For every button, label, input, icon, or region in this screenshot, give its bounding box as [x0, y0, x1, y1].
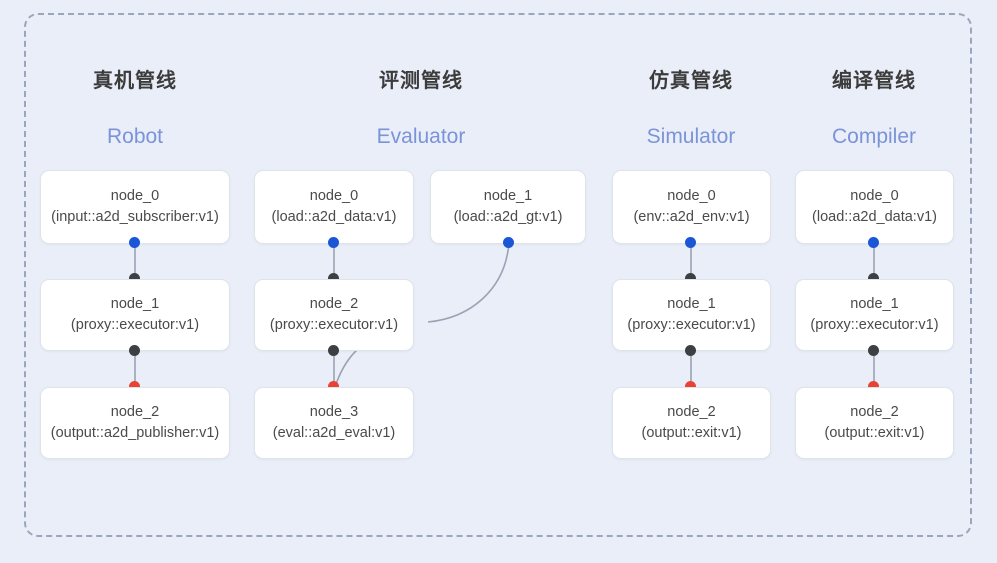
node-name: node_3	[309, 404, 359, 420]
port-output-compiler-1[interactable]	[868, 345, 879, 356]
column-title-cn-compiler: 编译管线	[832, 70, 916, 92]
node-name: node_0	[667, 188, 716, 204]
port-output-evaluator-2[interactable]	[328, 345, 339, 356]
column-title-en-robot: Robot	[106, 125, 164, 148]
column-title-cn-robot: 真机管线	[93, 70, 177, 92]
node-name: node_0	[309, 188, 359, 204]
node-card-evaluator-0[interactable]: node_0 (load::a2d_data:v1)	[254, 170, 414, 244]
node-type: (proxy::executor:v1)	[810, 317, 939, 333]
node-card-robot-0[interactable]: node_0 (input::a2d_subscriber:v1)	[40, 170, 230, 244]
node-card-simulator-2[interactable]: node_2 (output::exit:v1)	[612, 387, 771, 459]
column-title-en-compiler: Compiler	[831, 125, 917, 148]
node-card-compiler-0[interactable]: node_0 (load::a2d_data:v1)	[795, 170, 954, 244]
port-input-robot-1[interactable]	[129, 273, 140, 284]
node-type: (proxy::executor:v1)	[627, 317, 756, 333]
node-card-robot-2[interactable]: node_2 (output::a2d_publisher:v1)	[40, 387, 230, 459]
port-input-simulator-1[interactable]	[685, 273, 696, 284]
node-card-evaluator-3[interactable]: node_3 (eval::a2d_eval:v1)	[254, 387, 414, 459]
node-type: (load::a2d_gt:v1)	[453, 209, 563, 225]
node-name: node_0	[110, 188, 160, 204]
port-input-compiler-2[interactable]	[868, 381, 879, 392]
node-type: (proxy::executor:v1)	[70, 317, 200, 333]
column-title-en-evaluator: Evaluator	[376, 125, 466, 148]
node-type: (env::a2d_env:v1)	[633, 209, 750, 225]
node-card-simulator-1[interactable]: node_1 (proxy::executor:v1)	[612, 279, 771, 351]
node-type: (output::a2d_publisher:v1)	[50, 425, 220, 441]
node-card-robot-1[interactable]: node_1 (proxy::executor:v1)	[40, 279, 230, 351]
node-name: node_2	[850, 404, 899, 420]
node-name: node_2	[667, 404, 716, 420]
column-title-en-simulator: Simulator	[646, 125, 736, 148]
port-output-simulator-0[interactable]	[685, 237, 696, 248]
node-card-compiler-2[interactable]: node_2 (output::exit:v1)	[795, 387, 954, 459]
port-output-robot-1[interactable]	[129, 345, 140, 356]
port-output-robot-0[interactable]	[129, 237, 140, 248]
node-name: node_1	[667, 296, 716, 312]
port-input-simulator-2[interactable]	[685, 381, 696, 392]
port-output-evaluator-1[interactable]	[503, 237, 514, 248]
port-input-robot-2[interactable]	[129, 381, 140, 392]
column-title-cn-simulator: 仿真管线	[649, 70, 733, 92]
node-card-evaluator-1[interactable]: node_1 (load::a2d_gt:v1)	[430, 170, 586, 244]
node-type: (eval::a2d_eval:v1)	[272, 425, 396, 441]
node-type: (proxy::executor:v1)	[269, 317, 399, 333]
port-input-evaluator-3[interactable]	[328, 381, 339, 392]
node-card-evaluator-2[interactable]: node_2 (proxy::executor:v1)	[254, 279, 414, 351]
node-type: (load::a2d_data:v1)	[812, 209, 937, 225]
column-title-cn-evaluator: 评测管线	[379, 70, 463, 92]
node-card-simulator-0[interactable]: node_0 (env::a2d_env:v1)	[612, 170, 771, 244]
port-input-compiler-1[interactable]	[868, 273, 879, 284]
node-name: node_1	[850, 296, 899, 312]
node-type: (load::a2d_data:v1)	[271, 209, 397, 225]
node-name: node_1	[110, 296, 160, 312]
node-type: (output::exit:v1)	[641, 425, 742, 441]
node-name: node_2	[110, 404, 160, 420]
port-output-simulator-1[interactable]	[685, 345, 696, 356]
node-name: node_1	[483, 188, 533, 204]
diagram-frame	[24, 13, 972, 537]
node-name: node_0	[850, 188, 899, 204]
node-card-compiler-1[interactable]: node_1 (proxy::executor:v1)	[795, 279, 954, 351]
port-output-evaluator-0[interactable]	[328, 237, 339, 248]
node-name: node_2	[309, 296, 359, 312]
node-type: (input::a2d_subscriber:v1)	[51, 209, 219, 225]
port-input-evaluator-2[interactable]	[328, 273, 339, 284]
port-output-compiler-0[interactable]	[868, 237, 879, 248]
node-type: (output::exit:v1)	[824, 425, 925, 441]
